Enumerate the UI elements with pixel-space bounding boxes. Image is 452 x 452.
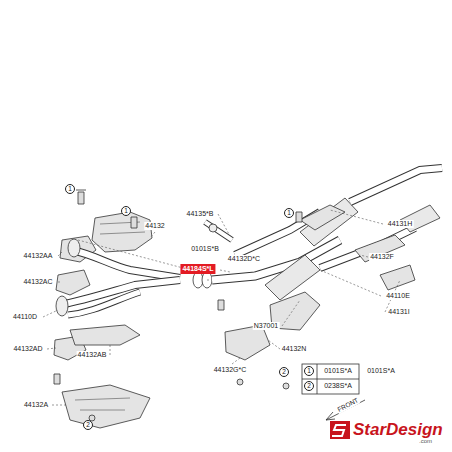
part-number: 44132D*C [227, 255, 261, 263]
part-number: 44131I [387, 308, 410, 316]
part-number: 44131H [387, 220, 414, 228]
callout-number: 2 [279, 367, 289, 377]
part-number: 44132N [281, 345, 308, 353]
fastener-code: 0101S*A [323, 367, 353, 375]
part-number: 44110D [12, 313, 38, 321]
callout-number: 2 [304, 381, 314, 391]
part-number: 44132G*C [213, 366, 248, 374]
callout-number: 2 [83, 420, 93, 430]
logo-text: StarDesign [352, 421, 444, 439]
callout-number: 1 [121, 206, 131, 216]
logo-suffix: .com [418, 438, 433, 445]
part-number: 44132A [23, 401, 49, 409]
direction-label: FRONT [335, 396, 360, 415]
part-number: 44110E [385, 292, 411, 300]
part-number: 44132AA [23, 252, 54, 260]
callout-number: 1 [65, 184, 75, 194]
part-number: 44135*B [186, 210, 215, 218]
callout-number: 1 [284, 208, 294, 218]
part-number: 44132AD [12, 345, 43, 353]
part-number: N37001 [253, 322, 280, 330]
fastener-code: 0101S*A [366, 367, 396, 375]
part-number: 44132AC [22, 278, 53, 286]
part-number: 0101S*B [190, 245, 220, 253]
fastener-code: 0238S*A [323, 382, 353, 390]
part-number: 44132F [369, 253, 395, 261]
part-number: 44132 [144, 222, 165, 230]
part-number: 44132AB [77, 351, 108, 359]
highlighted-part-number: 44184S*L [180, 264, 215, 274]
callout-number: 1 [304, 366, 314, 376]
